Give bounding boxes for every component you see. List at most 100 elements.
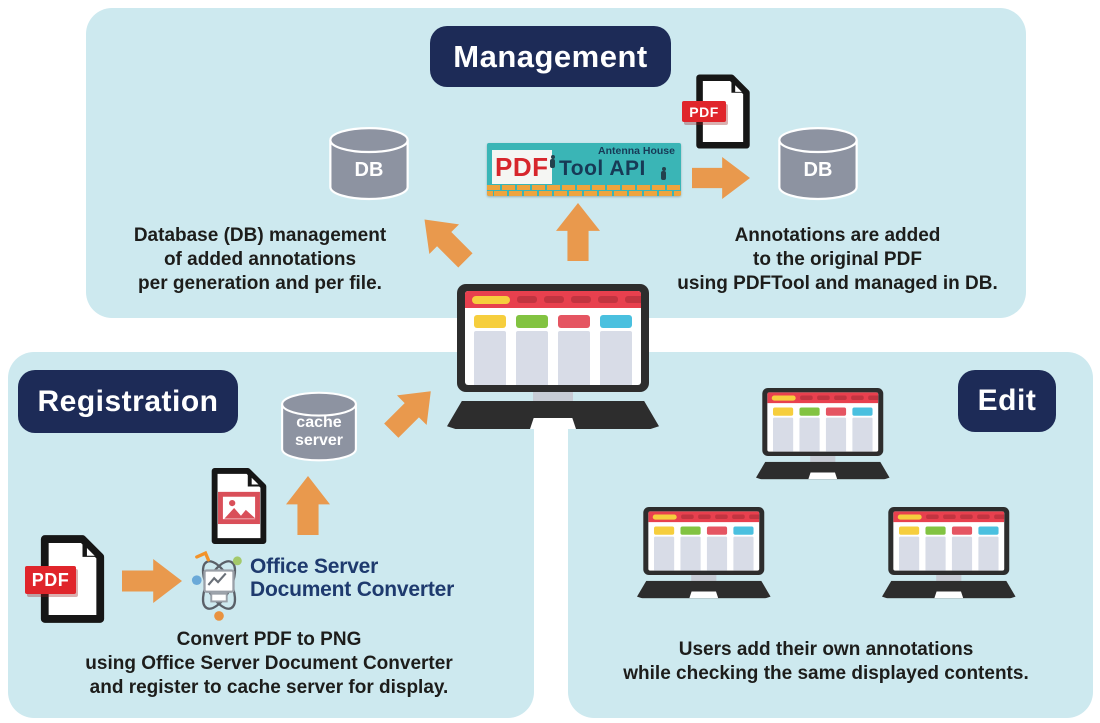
kanban-columns [767,403,878,452]
header-pill [681,514,694,519]
header-pill [715,514,728,519]
kanban-columns [893,522,1004,571]
header-pill [652,514,677,520]
logo-brand-antenna-house: Antenna House [597,145,675,157]
worker-figure-icon [660,167,667,180]
logo-word-tool-api: Tool API [559,157,646,180]
column-body [925,536,946,571]
laptop-base [882,580,1016,599]
column-body [600,331,632,385]
column-header [951,526,973,535]
header-pill [851,395,864,400]
laptop-icon [882,507,1016,599]
laptop-icon [447,284,659,430]
laptop-base [756,461,890,480]
column-body [978,536,999,571]
kanban-column [899,526,920,571]
db-cylinder-icon: DB [772,126,864,202]
pdf-badge: PDF [682,101,726,122]
cache-server-icon: cache server [273,391,365,463]
header-pill [571,296,591,303]
column-body [799,417,820,452]
column-header [773,407,794,416]
browser-header-bar [648,511,760,523]
pdf-badge: PDF [25,566,76,594]
laptop-icon [637,507,771,599]
kanban-column [773,407,794,452]
header-pill [943,514,956,519]
management-right-caption: Annotations are added to the original PD… [677,225,998,295]
column-body [706,536,728,571]
logo-brick-strip [487,184,681,196]
column-header [600,315,632,328]
column-body [680,536,701,571]
header-pill [698,514,711,519]
png-image-file-icon [208,467,270,545]
kanban-column [925,526,946,571]
browser-header-bar [893,511,1005,523]
db-label: DB [803,158,833,181]
column-body [951,536,973,571]
column-header [899,526,920,535]
office-server-document-converter-logo: Office Server Document Converter [190,548,480,626]
kanban-column [951,526,973,571]
edit-caption: Users add their own annotations while ch… [623,639,1029,685]
converter-orbit-icon [191,550,242,621]
kanban-column [516,315,548,385]
converter-logo-text: Office Server Document Converter [250,555,455,601]
registration-caption: Convert PDF to PNG using Office Server D… [85,629,453,699]
kanban-board-ui [465,291,641,385]
column-body [654,536,675,571]
kanban-column [799,407,820,452]
cylinder-shape [281,391,357,462]
header-pill [472,295,510,304]
logo-word-pdf: PDF [495,152,549,182]
kanban-columns [648,522,759,571]
pdf-file-icon: PDF [682,73,753,150]
cylinder-shape [778,127,858,201]
logo-white-box [492,150,552,184]
column-header [925,526,946,535]
pdf-file-icon: PDF [25,533,108,625]
laptop-screen [762,388,884,457]
header-pill [834,395,847,400]
laptop-screen [643,507,765,576]
kanban-column [474,315,506,385]
kanban-columns [465,308,641,385]
column-body [733,536,754,571]
header-pill [977,514,990,519]
header-pill [732,514,745,519]
header-pill [926,514,939,519]
management-left-caption: Database (DB) management of added annota… [133,225,387,295]
worker-figure-icon [549,155,556,168]
column-header [978,526,999,535]
column-header [706,526,728,535]
registration-title: Registration [18,370,238,433]
column-header [852,407,873,416]
column-body [852,417,873,452]
column-body [474,331,506,385]
header-pill [598,296,618,303]
edit-title: Edit [958,370,1056,432]
laptop-icon [756,388,890,480]
cache-server-label: cache server [294,414,344,449]
column-body [825,417,847,452]
header-pill [960,514,973,519]
management-title: Management [430,26,671,87]
laptop-notch [689,591,719,599]
header-pill [897,514,922,520]
kanban-board-ui [893,511,1005,571]
browser-header-bar [465,291,641,308]
browser-header-bar [767,392,879,404]
column-header [799,407,820,416]
kanban-column [654,526,675,571]
kanban-board-ui [648,511,760,571]
page-shape [211,467,267,545]
column-header [825,407,847,416]
kanban-column [852,407,873,452]
laptop-base [637,580,771,599]
column-header [516,315,548,328]
header-pill [544,296,564,303]
laptop-screen [457,284,649,392]
